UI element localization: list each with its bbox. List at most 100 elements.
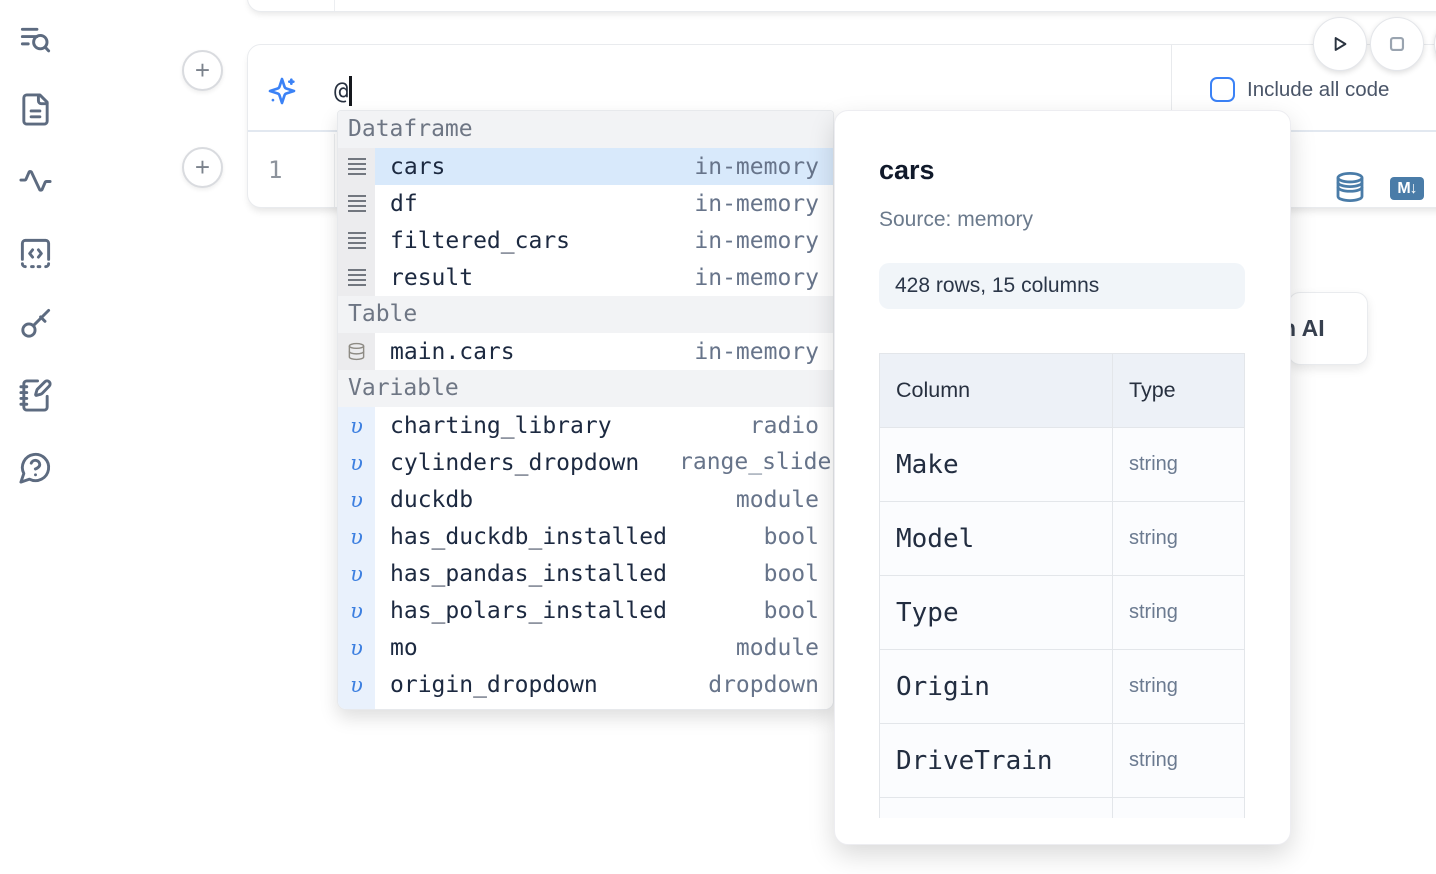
autocomplete-dropdown: Dataframe cars in-memory df in-memory fi… [337,110,834,710]
item-icon-gutter: υ [338,407,375,444]
database-icon [348,342,365,361]
generate-with-ai-button[interactable]: h AI [1288,292,1368,365]
autocomplete-item[interactable]: υ pandas module [338,703,833,711]
autocomplete-item[interactable]: υ has_pandas_installed bool [338,555,833,592]
item-icon-gutter [338,148,375,185]
rows-icon [347,268,366,287]
run-cell-button[interactable] [1313,17,1367,71]
autocomplete-item[interactable]: main.cars in-memory [338,333,833,370]
rows-icon [347,157,366,176]
preview-title: cars [879,155,935,185]
variable-icon: υ [350,635,363,660]
autocomplete-item[interactable]: υ origin_dropdown dropdown [338,666,833,703]
autocomplete-section-header: Table [338,296,833,333]
autocomplete-section-header: Variable [338,370,833,407]
item-type: module [735,634,819,661]
variable-icon: υ [350,524,363,549]
item-type: in-memory [694,153,819,180]
add-cell-below-button[interactable]: + [182,147,223,188]
key-icon[interactable] [18,306,53,341]
list-search-icon[interactable] [18,22,53,57]
item-name: result [390,264,474,291]
item-type: range_slider [679,449,834,475]
schema-column-name: Make [879,427,1113,502]
rows-icon [347,194,366,213]
item-name: main.cars [390,338,515,365]
preview-source: Source: memory [879,208,1034,231]
schema-column-type: string [1112,575,1245,650]
schema-column-type: string [1112,649,1245,724]
item-type: in-memory [694,264,819,291]
item-name: duckdb [390,486,474,513]
item-name: pandas [390,709,473,710]
item-icon-gutter: υ [338,666,375,703]
autocomplete-item[interactable]: cars in-memory [338,148,833,185]
dataframe-preview-popup: cars Source: memory 428 rows, 15 columns… [834,110,1291,845]
item-type: bool [763,523,819,550]
schema-column-name: Type [879,575,1113,650]
schema-column-type: string [1112,723,1245,798]
item-type: module [735,486,819,513]
schema-column-name: DriveTrain [879,723,1113,798]
gutter-divider [334,0,335,11]
notebook-pen-icon[interactable] [18,378,53,413]
document-icon[interactable] [18,92,53,127]
schema-column-header: Column [879,353,1113,428]
variable-icon: υ [350,598,363,623]
item-name: filtered_cars [390,227,571,254]
markdown-convert-icon[interactable]: M↓ [1390,177,1424,200]
autocomplete-item[interactable]: filtered_cars in-memory [338,222,833,259]
item-name: has_pandas_installed [390,560,667,587]
variable-icon: υ [350,413,363,438]
preview-summary-badge: 428 rows, 15 columns [879,263,1245,309]
add-cell-above-button[interactable]: + [182,50,223,91]
code-editor-row[interactable]: 1 [248,134,1436,207]
autocomplete-item[interactable]: result in-memory [338,259,833,296]
activity-icon[interactable] [18,164,53,199]
autocomplete-item[interactable]: υ has_duckdb_installed bool [338,518,833,555]
item-type: dropdown [708,671,819,698]
variable-icon: υ [350,487,363,512]
item-icon-gutter: υ [338,629,375,666]
play-icon [1334,37,1347,51]
schema-column-type: string [1112,427,1245,502]
schema-column-type: string [1112,501,1245,576]
item-name: has_duckdb_installed [390,523,667,550]
schema-column-header: Type [1112,353,1245,428]
ai-card-label: AI [1301,315,1325,341]
stop-button[interactable] [1370,17,1424,71]
include-all-code-checkbox[interactable] [1210,77,1235,102]
item-name: origin_dropdown [390,671,598,698]
autocomplete-item[interactable]: υ mo module [338,629,833,666]
item-icon-gutter: υ [338,518,375,555]
vertical-divider [1171,45,1172,130]
item-icon-gutter [338,333,375,370]
ai-prompt-input[interactable]: @ [334,73,352,109]
item-type: radio [749,412,819,439]
help-chat-icon[interactable] [18,450,53,485]
autocomplete-item[interactable]: df in-memory [338,185,833,222]
autocomplete-item[interactable]: υ charting_library radio [338,407,833,444]
stop-icon [1389,36,1405,52]
item-icon-gutter [338,259,375,296]
sidebar [0,0,72,874]
autocomplete-item[interactable]: υ cylinders_dropdown range_slider [338,444,833,481]
item-name: df [390,190,418,217]
previous-cell [247,0,1436,12]
autocomplete-item[interactable]: υ has_polars_installed bool [338,592,833,629]
code-block-icon[interactable] [18,236,53,271]
item-type: module [736,709,819,710]
autocomplete-item[interactable]: υ duckdb module [338,481,833,518]
variable-icon: υ [350,710,363,711]
include-all-code-label: Include all code [1247,78,1390,101]
schema-row-partial [879,797,1245,818]
autocomplete-section-header: Dataframe [338,111,833,148]
item-type: bool [763,597,819,624]
database-icon[interactable] [1334,169,1366,205]
item-icon-gutter: υ [338,703,375,711]
item-name: mo [390,634,418,661]
rows-icon [347,231,366,250]
